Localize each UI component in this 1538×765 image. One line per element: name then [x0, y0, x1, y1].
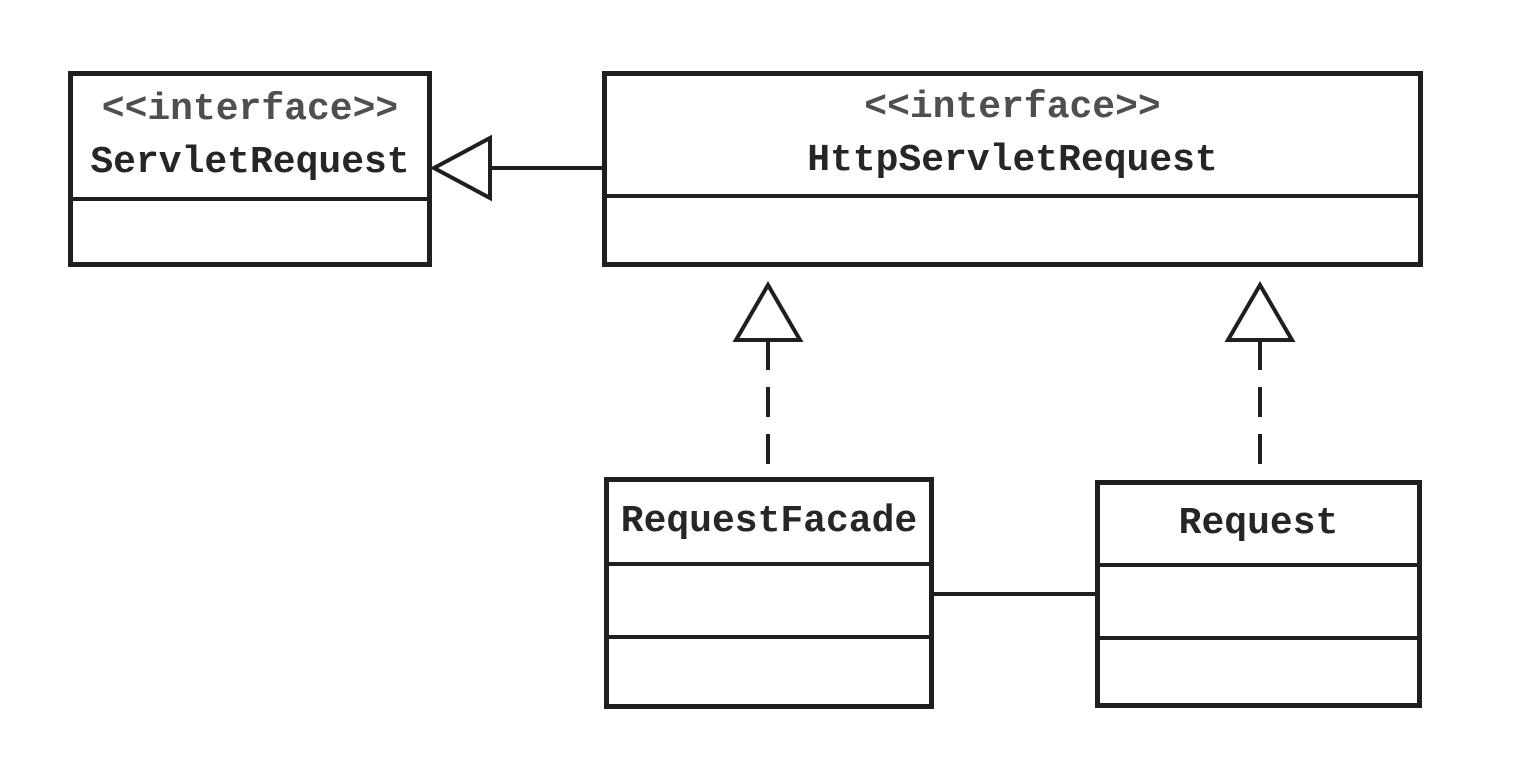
class-header: <<interface>> ServletRequest: [73, 76, 427, 197]
realization-arrow-requestfacade-to-httpservletrequest: [732, 281, 804, 477]
class-name-label: HttpServletRequest: [807, 139, 1218, 182]
generalization-arrow-httpservletrequest-to-servletrequest: [429, 134, 602, 202]
class-header: <<interface>> HttpServletRequest: [607, 76, 1418, 194]
members-compartment: [607, 194, 1418, 262]
class-name-label: RequestFacade: [620, 500, 918, 543]
stereotype-label: <<interface>>: [101, 87, 399, 131]
members-compartment: [73, 197, 427, 262]
class-box-requestfacade: RequestFacade: [604, 477, 934, 709]
methods-compartment: [1100, 636, 1417, 703]
realization-arrow-request-to-httpservletrequest: [1224, 281, 1296, 480]
methods-compartment: [609, 635, 929, 704]
attributes-compartment: [609, 562, 929, 635]
stereotype-label: <<interface>>: [864, 86, 1161, 129]
class-box-httpservletrequest: <<interface>> HttpServletRequest: [602, 71, 1423, 267]
class-header: RequestFacade: [609, 482, 929, 562]
class-header: Request: [1100, 485, 1417, 563]
class-box-servletrequest: <<interface>> ServletRequest: [68, 71, 432, 267]
class-name-label: Request: [1178, 502, 1339, 545]
class-box-request: Request: [1095, 480, 1422, 708]
class-name-label: ServletRequest: [90, 140, 410, 184]
attributes-compartment: [1100, 563, 1417, 636]
